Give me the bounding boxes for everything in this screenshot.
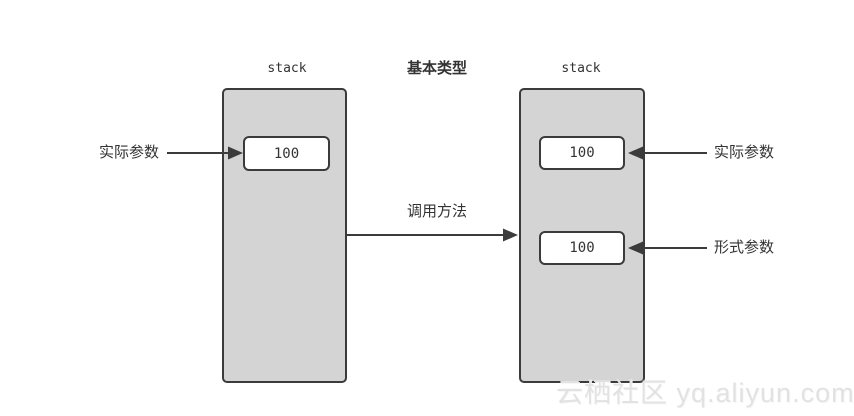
left-stack-value-box: 100 [243, 136, 330, 171]
watermark: 云栖社区 yq.aliyun.com [556, 378, 854, 408]
call-method-arrow [347, 228, 518, 242]
diagram-title: 基本类型 [406, 60, 467, 77]
right-actual-param-label: 实际参数 [714, 144, 775, 161]
right-stack-formal-value-box: 100 [539, 231, 625, 265]
right-formal-param-label: 形式参数 [714, 239, 775, 256]
right-stack-title: stack [561, 61, 601, 76]
left-stack-title: stack [267, 61, 307, 76]
left-stack [222, 88, 347, 383]
right-stack-actual-value-box: 100 [539, 136, 625, 170]
call-method-label: 调用方法 [406, 203, 467, 220]
left-actual-param-label: 实际参数 [99, 144, 160, 161]
